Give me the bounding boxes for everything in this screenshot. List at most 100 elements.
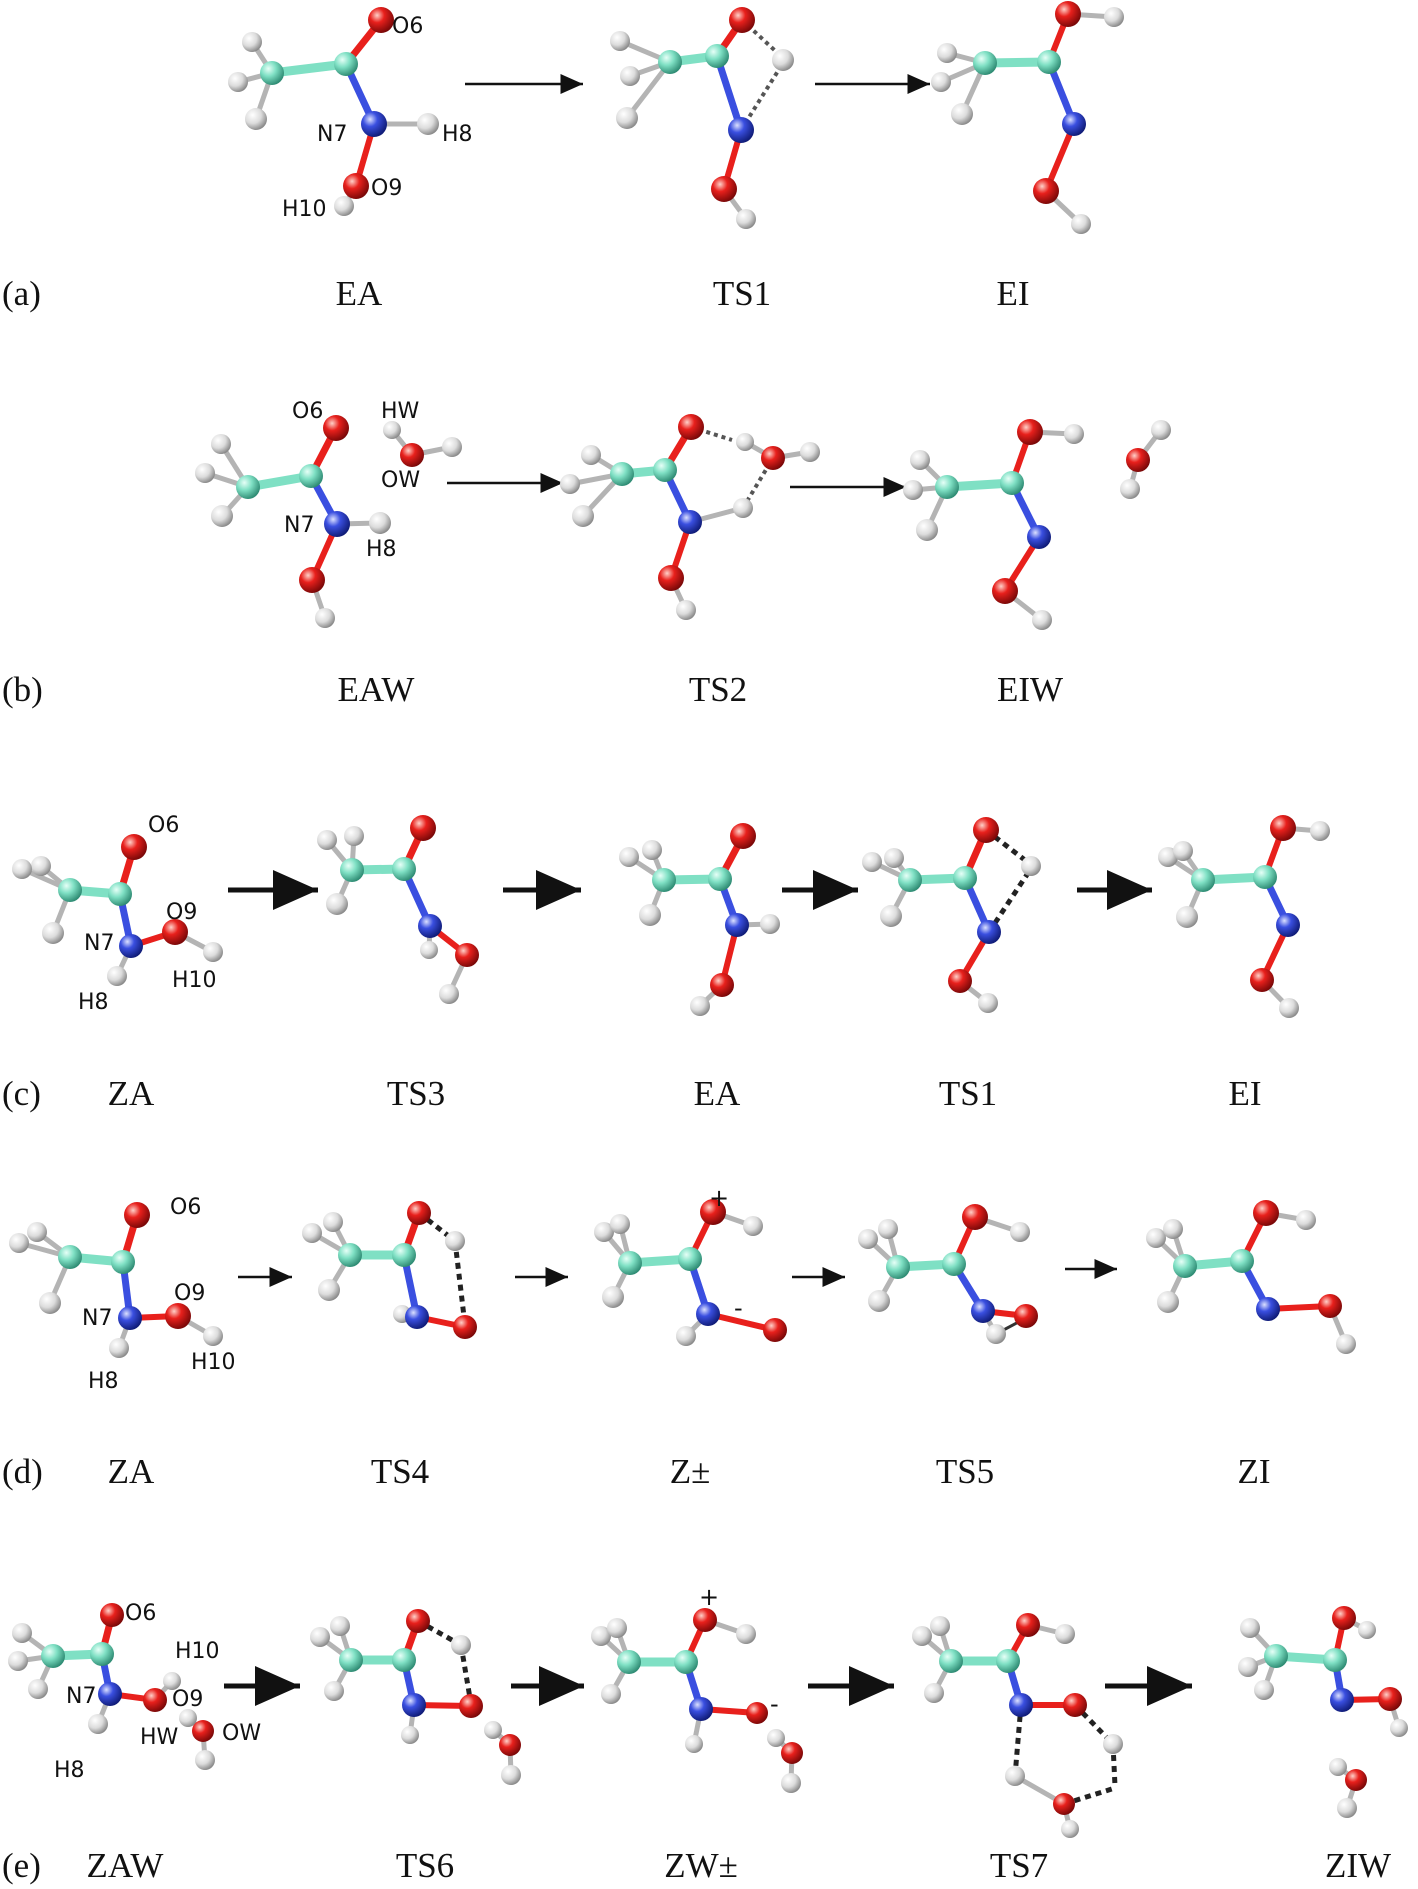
hydrogen-atom (610, 31, 630, 51)
hydrogen-atom (878, 1219, 898, 1239)
molecule-ZI (1146, 1200, 1356, 1354)
carbon-atom (617, 1650, 641, 1674)
atom-label-H8: H8 (78, 990, 109, 1015)
nitrogen-atom (1062, 112, 1086, 136)
hydrogen-atom (318, 1279, 340, 1301)
nitrogen-atom (405, 1305, 429, 1329)
row-b-captions: (b) EAW TS2 EIW (2, 670, 1063, 709)
oxygen-atom (746, 1702, 768, 1724)
hydrogen-atom (439, 984, 459, 1004)
hydrogen-atom (1151, 420, 1171, 440)
hydrogen-atom (484, 1721, 502, 1739)
hydrogen-atom (1163, 1219, 1183, 1239)
hydrogen-atom (1061, 1820, 1079, 1838)
hydrogen-atom (195, 1750, 215, 1770)
atom-label-O9: O9 (172, 1687, 203, 1712)
hydrogen-atom (591, 1626, 611, 1646)
oxygen-atom (781, 1742, 803, 1764)
charge-minus: - (770, 1690, 779, 1718)
panel-letter-d: (d) (2, 1452, 43, 1491)
oxygen-atom (711, 176, 737, 202)
oxygen-atom (192, 1720, 214, 1742)
atom-label-N7: N7 (84, 931, 114, 956)
nitrogen-atom (1330, 1688, 1354, 1712)
atom-label-O6: O6 (125, 1601, 156, 1626)
oxygen-atom (323, 415, 349, 441)
carbon-atom (652, 868, 676, 892)
oxygen-atom (700, 1199, 726, 1225)
carbon-atom (1264, 1644, 1288, 1668)
hydrogen-atom (1337, 1798, 1357, 1818)
molecule-ZAW: O6 H10 N7 O9 HW OW H8 (8, 1601, 261, 1783)
nitrogen-atom (402, 1693, 426, 1717)
hydrogen-atom (417, 113, 439, 135)
state-label: Z± (670, 1452, 711, 1491)
molecule-TS6 (310, 1609, 521, 1785)
hydrogen-atom (228, 72, 248, 92)
row-e-captions: (e) ZAW TS6 ZW± TS7 ZIW (2, 1846, 1391, 1885)
carbon-atom (1253, 865, 1277, 889)
carbon-atom (658, 50, 682, 74)
panel-letter-a: (a) (2, 274, 41, 313)
hydrogen-atom (211, 505, 233, 527)
hydrogen-atom (1238, 1657, 1258, 1677)
oxygen-atom (1055, 1, 1081, 27)
oxygen-atom (1014, 1304, 1038, 1328)
carbon-atom (705, 44, 729, 68)
carbon-atom (260, 61, 284, 85)
oxygen-atom (368, 7, 394, 33)
hydrogen-atom (800, 442, 820, 462)
hydrogen-atom (1240, 1618, 1260, 1638)
nitrogen-atom (696, 1302, 720, 1326)
oxygen-atom (1063, 1693, 1087, 1717)
nitrogen-atom (1027, 525, 1051, 549)
hydrogen-atom (912, 1626, 932, 1646)
state-label: EAW (338, 670, 415, 709)
hydrogen-atom (772, 49, 794, 71)
row-b-molecules: O6 HW OW N7 H8 (195, 399, 1171, 630)
atom-label-H8: H8 (366, 537, 397, 562)
state-label: TS1 (939, 1074, 997, 1113)
hydrogen-atom (1296, 1210, 1316, 1230)
hydrogen-atom (978, 993, 998, 1013)
molecule-EIW (903, 419, 1171, 630)
carbon-atom (334, 52, 358, 76)
charge-plus: + (709, 1184, 729, 1212)
hydrogen-atom (560, 474, 580, 494)
hydrogen-atom (602, 1286, 624, 1308)
bond (271, 59, 347, 78)
hydrogen-atom (8, 1651, 28, 1671)
oxygen-atom (1053, 1793, 1075, 1815)
oxygen-atom (455, 943, 479, 967)
nitrogen-atom (689, 1697, 713, 1721)
molecule-TS3 (317, 815, 479, 1004)
oxygen-atom (973, 817, 999, 843)
state-label: TS3 (387, 1074, 445, 1113)
carbon-atom (935, 475, 959, 499)
hydrogen-bond-dashed (984, 828, 1032, 866)
hydrogen-atom (1390, 1719, 1408, 1737)
atom-label-N7: N7 (82, 1306, 112, 1331)
atom-label-N7: N7 (284, 513, 314, 538)
oxygen-atom (1253, 1200, 1279, 1226)
atom-label-H10: H10 (175, 1639, 220, 1664)
hydrogen-bond-dashed (739, 61, 785, 132)
hydrogen-bond-dashed (690, 425, 733, 442)
molecule-EI (1158, 815, 1330, 1018)
panel-letter-e: (e) (2, 1846, 41, 1885)
atom-label-O9: O9 (174, 1281, 205, 1306)
hydrogen-atom (733, 498, 753, 518)
hydrogen-atom (858, 1229, 878, 1249)
oxygen-atom (1033, 178, 1059, 204)
atom-label-OW: OW (381, 468, 420, 493)
oxygen-atom (1270, 815, 1296, 841)
atom-label-O6: O6 (292, 399, 323, 424)
hydrogen-atom (1157, 1291, 1179, 1313)
molecule-Z-pm: + - (594, 1184, 787, 1346)
state-label: ZAW (87, 1846, 164, 1885)
hydrogen-atom (937, 43, 957, 63)
carbon-atom (653, 458, 677, 482)
nitrogen-atom (1256, 1297, 1280, 1321)
atom-label-OW: OW (222, 1721, 261, 1746)
hydrogen-atom (676, 600, 696, 620)
